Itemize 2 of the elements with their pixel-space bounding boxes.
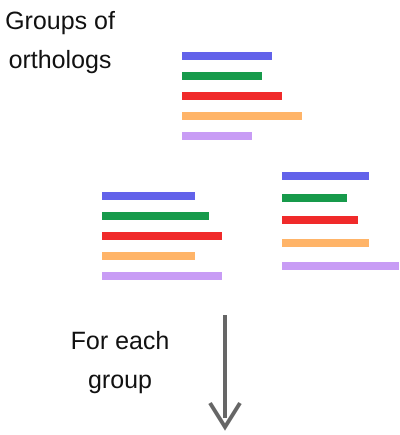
heading-text: Groups of orthologs bbox=[4, 6, 116, 76]
step-label: For each group bbox=[70, 326, 170, 396]
